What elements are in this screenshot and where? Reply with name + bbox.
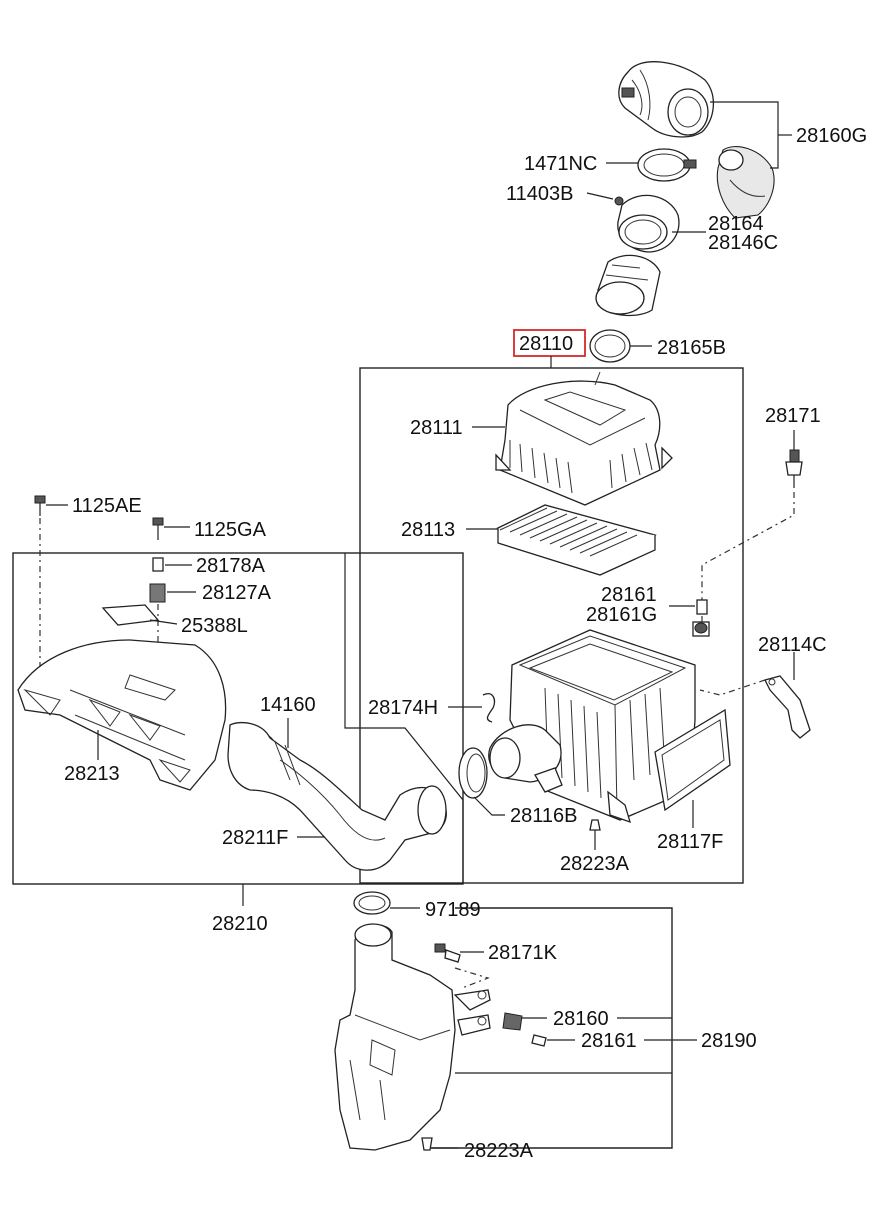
grommet-28161G <box>696 599 708 615</box>
sensor-28171 <box>785 449 803 488</box>
label-28117F: 28117F <box>657 831 723 853</box>
collar-28161 <box>531 1034 547 1047</box>
grommet-28127A <box>149 583 166 603</box>
label-28164: 28164 <box>708 213 764 235</box>
label-28114C: 28114C <box>758 634 827 656</box>
rubber-boot-28146C <box>595 254 661 317</box>
air-filter-28113 <box>496 504 657 576</box>
label-28110: 28110 <box>519 333 573 355</box>
maf-duct-piece <box>716 146 775 219</box>
intake-duct-stub <box>488 724 563 793</box>
label-28223A-upper: 28223A <box>560 853 630 875</box>
label-28161G: 28161G <box>586 604 657 626</box>
label-28174H: 28174H <box>368 697 438 719</box>
label-28116B: 28116B <box>510 805 577 827</box>
label-28113: 28113 <box>401 519 455 541</box>
bolt-28171K <box>434 943 461 963</box>
label-28160G: 28160G <box>796 125 867 147</box>
label-28111: 28111 <box>410 417 463 439</box>
bracket-28114C <box>764 675 811 739</box>
label-28127A: 28127A <box>202 582 272 604</box>
label-28160: 28160 <box>553 1008 609 1030</box>
label-25388L: 25388L <box>181 615 248 637</box>
hose-clamp-1471NC <box>637 148 697 182</box>
label-11403B: 11403B <box>506 183 573 205</box>
resonator-28190 <box>334 923 491 1151</box>
label-28190: 28190 <box>701 1030 757 1052</box>
label-28171: 28171 <box>765 405 821 427</box>
bolt-1125GA <box>152 517 164 540</box>
label-28211F: 28211F <box>222 827 288 849</box>
engine-cover-28213 <box>17 639 227 791</box>
clip-28174H <box>482 693 496 723</box>
label-1125AE: 1125AE <box>72 495 142 517</box>
label-97189: 97189 <box>425 899 481 921</box>
label-1125GA: 1125GA <box>194 519 267 541</box>
label-28210: 28210 <box>212 913 268 935</box>
screw-11403B <box>614 196 624 206</box>
air-cleaner-cover-28111 <box>495 371 673 506</box>
label-28165B: 28165B <box>657 337 726 359</box>
seal-ring-28165B <box>589 329 631 363</box>
label-28223A-lower: 28223A <box>464 1140 534 1162</box>
seal-97189 <box>353 891 391 915</box>
collar-28178A <box>152 557 164 572</box>
label-28178A: 28178A <box>196 555 266 577</box>
intake-hose-28211F <box>227 722 447 871</box>
fastener-28223A-lower <box>421 1137 433 1151</box>
label-28161-lower: 28161 <box>581 1030 637 1052</box>
group-box-28210 <box>12 552 464 885</box>
label-plate-25388L <box>101 604 160 626</box>
label-28171K: 28171K <box>488 942 558 964</box>
fastener-28223A-upper <box>589 819 601 831</box>
highlight-box-28110 <box>513 329 586 357</box>
clamp-ring-28116B <box>458 747 488 799</box>
label-1471NC: 1471NC <box>524 153 597 175</box>
bolt-1125AE <box>34 495 46 516</box>
label-14160: 14160 <box>260 694 316 716</box>
grommet-28160 <box>502 1012 523 1031</box>
label-28146C: 28146C <box>708 232 778 254</box>
label-28161-upper: 28161 <box>601 584 657 606</box>
throttle-adapter-28164 <box>617 194 680 253</box>
filter-element-28117F <box>654 708 731 812</box>
label-28213: 28213 <box>64 763 120 785</box>
maf-sensor-assembly <box>618 61 714 138</box>
group-box-28190 <box>430 907 673 1149</box>
